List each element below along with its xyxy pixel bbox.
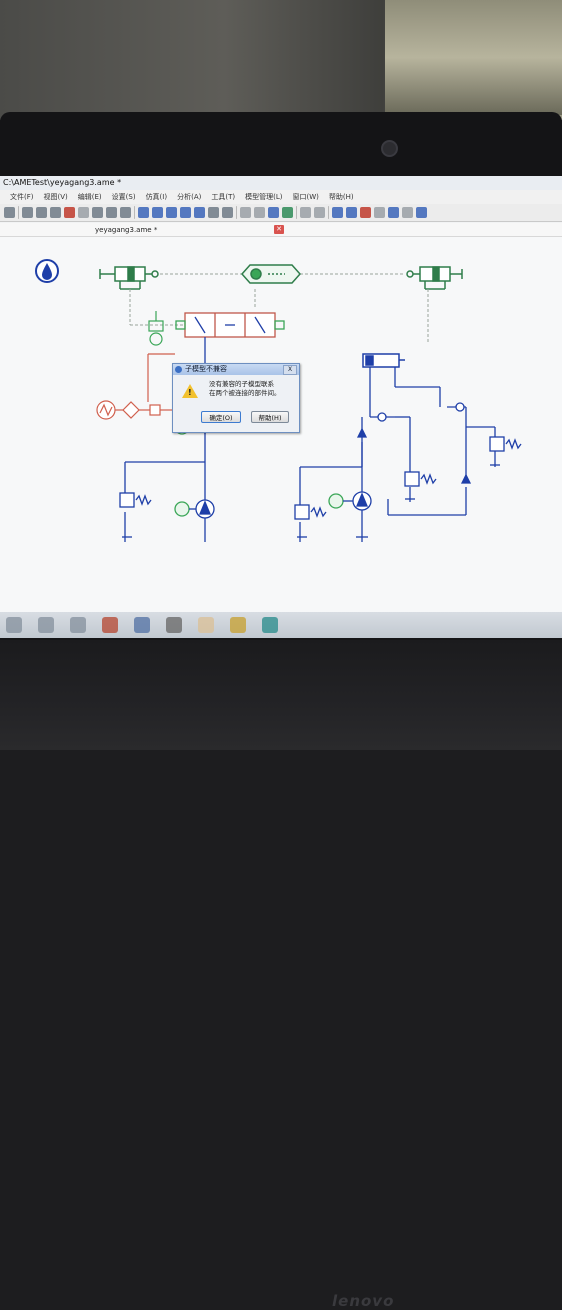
taskbar-app-icon[interactable]: [6, 617, 22, 633]
wall-background: [0, 0, 562, 120]
cylinder-top-right[interactable]: [406, 266, 463, 290]
relief-valve-left[interactable]: [119, 492, 152, 538]
menu-view[interactable]: 视图(V): [43, 193, 68, 201]
taskbar-app-icon[interactable]: [38, 617, 54, 633]
arrow-down-icon[interactable]: [222, 207, 233, 218]
image-icon[interactable]: [282, 207, 293, 218]
menu-analysis[interactable]: 分析(A): [177, 193, 202, 201]
signal-links: [129, 273, 429, 342]
rotate-icon[interactable]: [332, 207, 343, 218]
spool-spring: [148, 311, 164, 346]
toolbar-separator: [134, 206, 135, 219]
zoom-in-icon[interactable]: [152, 207, 163, 218]
zoom-area-icon[interactable]: [180, 207, 191, 218]
signal-chain[interactable]: [96, 353, 175, 420]
info-icon[interactable]: [416, 207, 427, 218]
submodel-incompatible-dialog: 子模型不兼容 X ! 没有兼容的子模型联系 在两个被连接的部件间。 确定(O) …: [172, 363, 300, 433]
tab-close-button[interactable]: ✕: [274, 225, 284, 234]
directional-valve[interactable]: [175, 312, 285, 338]
window-title: C:\AMETest\yeyagang3.ame *: [0, 176, 562, 190]
monitor-icon[interactable]: [388, 207, 399, 218]
binoculars-icon[interactable]: [120, 207, 131, 218]
taskbar-app-icon[interactable]: [102, 617, 118, 633]
dialog-message-line2: 在两个被连接的部件间。: [209, 389, 281, 397]
clear-icon[interactable]: [78, 207, 89, 218]
mechanical-link-block[interactable]: [240, 264, 302, 284]
toolbar-separator: [18, 206, 19, 219]
taskbar-app-icon[interactable]: [166, 617, 182, 633]
redo-icon[interactable]: [106, 207, 117, 218]
window-glare: [385, 0, 562, 115]
menu-model-manager[interactable]: 模型管理(L): [245, 193, 283, 201]
brand-logo: lenovo: [332, 1292, 395, 1310]
delete-icon[interactable]: [64, 207, 75, 218]
arrow-up-icon[interactable]: [208, 207, 219, 218]
tab-yeyagang3[interactable]: yeyagang3.ame *: [95, 226, 158, 234]
grid-icon[interactable]: [314, 207, 325, 218]
taskbar-app-icon[interactable]: [134, 617, 150, 633]
taskbar-app-icon[interactable]: [198, 617, 214, 633]
zoom-out-icon[interactable]: [166, 207, 177, 218]
cylinder-top-left[interactable]: [99, 266, 159, 290]
menu-simulation[interactable]: 仿真(I): [145, 193, 168, 201]
menu-bar: 文件(F) 视图(V) 编辑(E) 设置(S) 仿真(I) 分析(A) 工具(T…: [0, 190, 562, 204]
pump-right[interactable]: [328, 491, 372, 511]
undo-icon[interactable]: [92, 207, 103, 218]
line-icon[interactable]: [240, 207, 251, 218]
taskbar-app-icon[interactable]: [230, 617, 246, 633]
menu-tools[interactable]: 工具(T): [211, 193, 236, 201]
pump-left[interactable]: [174, 499, 215, 519]
cut-icon[interactable]: [22, 207, 33, 218]
toolbar-separator: [296, 206, 297, 219]
toolbar-separator: [236, 206, 237, 219]
menu-settings[interactable]: 设置(S): [111, 193, 136, 201]
hydraulic-lines-left: [124, 337, 215, 542]
webcam: [381, 140, 398, 157]
menu-file[interactable]: 文件(F): [10, 193, 34, 201]
help-button[interactable]: 帮助(H): [251, 411, 289, 423]
settings-icon[interactable]: [374, 207, 385, 218]
warning-icon: [182, 384, 198, 398]
paste-icon[interactable]: [50, 207, 61, 218]
layout-icon[interactable]: [300, 207, 311, 218]
app-icon: [175, 366, 182, 373]
dialog-message: 没有兼容的子模型联系 在两个被连接的部件间。: [209, 380, 281, 398]
ok-button[interactable]: 确定(O): [201, 411, 241, 423]
check-valves-right[interactable]: [356, 402, 472, 484]
menu-edit[interactable]: 编辑(E): [77, 193, 102, 201]
document-tab-bar: yeyagang3.ame * ✕: [0, 223, 562, 237]
taskbar: [0, 612, 562, 638]
text-icon[interactable]: [268, 207, 279, 218]
menu-help[interactable]: 帮助(H): [328, 193, 354, 201]
copy-icon[interactable]: [36, 207, 47, 218]
taskbar-app-icon[interactable]: [70, 617, 86, 633]
warning-exclamation-icon: !: [188, 388, 192, 397]
export-icon[interactable]: [402, 207, 413, 218]
dialog-title: 子模型不兼容: [185, 365, 227, 373]
toolbar-separator: [328, 206, 329, 219]
laptop-base: lenovo: [0, 640, 562, 1310]
dialog-title-bar: 子模型不兼容 X: [173, 364, 299, 375]
taskbar-app-icon[interactable]: [262, 617, 278, 633]
toolbar: [0, 204, 562, 222]
fluid-properties-icon[interactable]: [35, 259, 59, 283]
fill-color-icon[interactable]: [360, 207, 371, 218]
zoom-pan-icon[interactable]: [194, 207, 205, 218]
relief-valves-right[interactable]: [294, 436, 522, 538]
zoom-fit-icon[interactable]: [138, 207, 149, 218]
menu-window[interactable]: 窗口(W): [292, 193, 319, 201]
print-icon[interactable]: [4, 207, 15, 218]
dot-line-icon[interactable]: [254, 207, 265, 218]
cylinder-right[interactable]: [362, 353, 405, 368]
mirror-icon[interactable]: [346, 207, 357, 218]
dialog-close-button[interactable]: X: [283, 365, 297, 375]
dialog-message-line1: 没有兼容的子模型联系: [209, 380, 274, 388]
hydraulic-lines-right: [299, 367, 496, 542]
